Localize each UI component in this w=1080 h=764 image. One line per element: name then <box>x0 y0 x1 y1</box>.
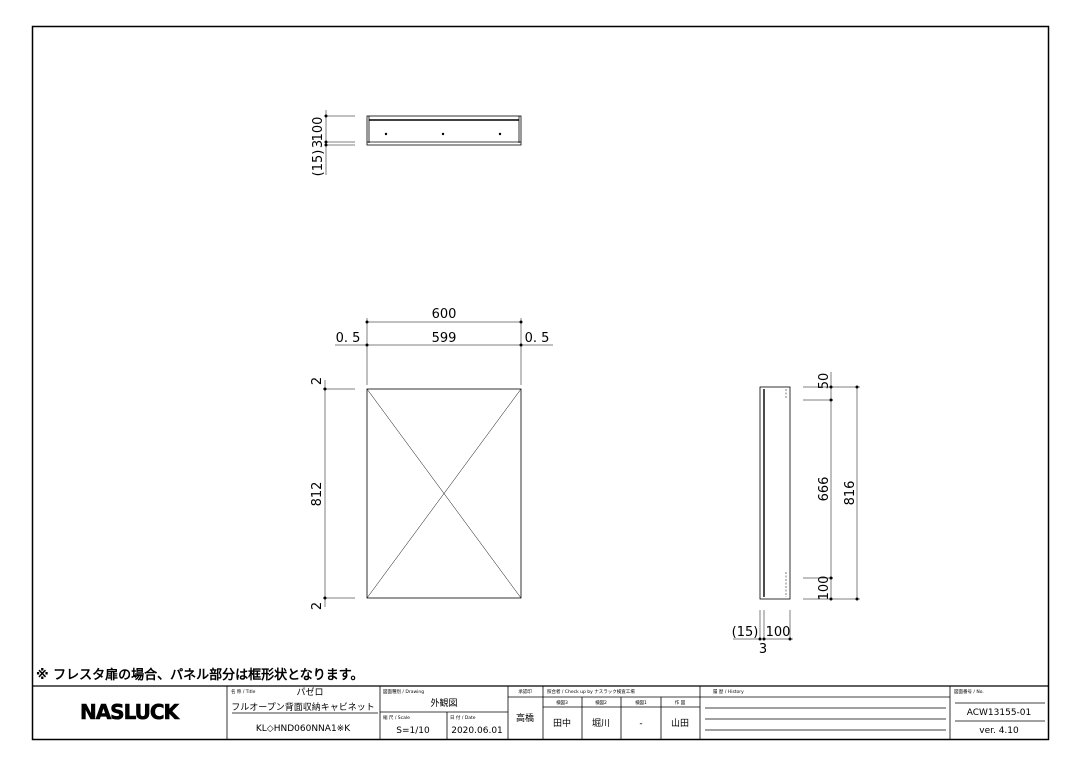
title-label: 名 称 / Title <box>231 688 256 695</box>
side-door-dim: (15) <box>732 625 759 640</box>
side-top-dim: 50 <box>817 373 832 390</box>
drawing-number: ACW13155-01 <box>967 708 1032 718</box>
top-depth-dim: 100 <box>311 117 326 142</box>
model-number: KL◇HND060NNA1※K <box>256 724 351 734</box>
note-text: ※ フレスタ扉の場合、パネル部分は框形状となります。 <box>36 667 363 683</box>
check-col-3: 検図1 <box>635 699 647 706</box>
number-label: 図面番号 / No. <box>954 688 984 695</box>
side-middle-dim: 666 <box>817 477 832 502</box>
dimension-dots <box>323 114 859 641</box>
side-view <box>733 372 860 640</box>
check-col-1: 検図3 <box>556 699 568 706</box>
check-col-4: 作 図 <box>675 699 686 706</box>
front-gap-bottom-dim: 2 <box>310 602 325 610</box>
history-label: 履 歴 / History <box>713 689 744 695</box>
top-panel-dim: 3 <box>311 140 326 148</box>
check-val-1: 田中 <box>553 717 571 729</box>
side-bottom-dim: 100 <box>817 576 832 601</box>
front-gap-right-dim: 0. 5 <box>525 331 550 346</box>
check-col-2: 検図2 <box>595 699 607 706</box>
front-height-dim: 812 <box>310 482 325 507</box>
top-view <box>325 110 522 175</box>
check-val-4: 山田 <box>671 718 689 729</box>
front-gap-top-dim: 2 <box>310 377 325 385</box>
side-depth-dim: 100 <box>766 625 791 640</box>
side-panel-dim: 3 <box>759 642 767 657</box>
drawing-type-label: 図面種別 / Drawing <box>383 688 424 695</box>
approver-name: 高橋 <box>516 712 534 724</box>
product-name: フルオープン背面収納キャビネット <box>231 701 374 713</box>
approval-label: 承認印 <box>518 688 532 695</box>
check-val-3: - <box>639 719 642 729</box>
scale-label: 縮 尺 / Scale <box>383 714 410 721</box>
front-view <box>323 318 553 607</box>
version: ver. 4.10 <box>979 726 1019 736</box>
sheet-border <box>31 25 1050 741</box>
series-name: パゼロ <box>296 686 323 698</box>
side-height-total-dim: 816 <box>843 481 858 506</box>
drawing-type: 外観図 <box>430 697 457 709</box>
front-gap-left-dim: 0. 5 <box>336 331 361 346</box>
top-door-dim: (15) <box>311 150 326 177</box>
front-width-body-dim: 599 <box>432 331 457 346</box>
title-block <box>32 685 1048 739</box>
check-val-2: 堀川 <box>592 718 610 729</box>
front-width-total-dim: 600 <box>432 307 457 322</box>
scale-value: S=1/10 <box>396 726 430 736</box>
check-label: 照合者 / Check up by ナスラック検査工場 <box>547 688 635 695</box>
date-label: 日 付 / Date <box>450 714 476 721</box>
nasluck-logo: NASLUCK <box>80 700 181 724</box>
date-value: 2020.06.01 <box>451 726 503 736</box>
